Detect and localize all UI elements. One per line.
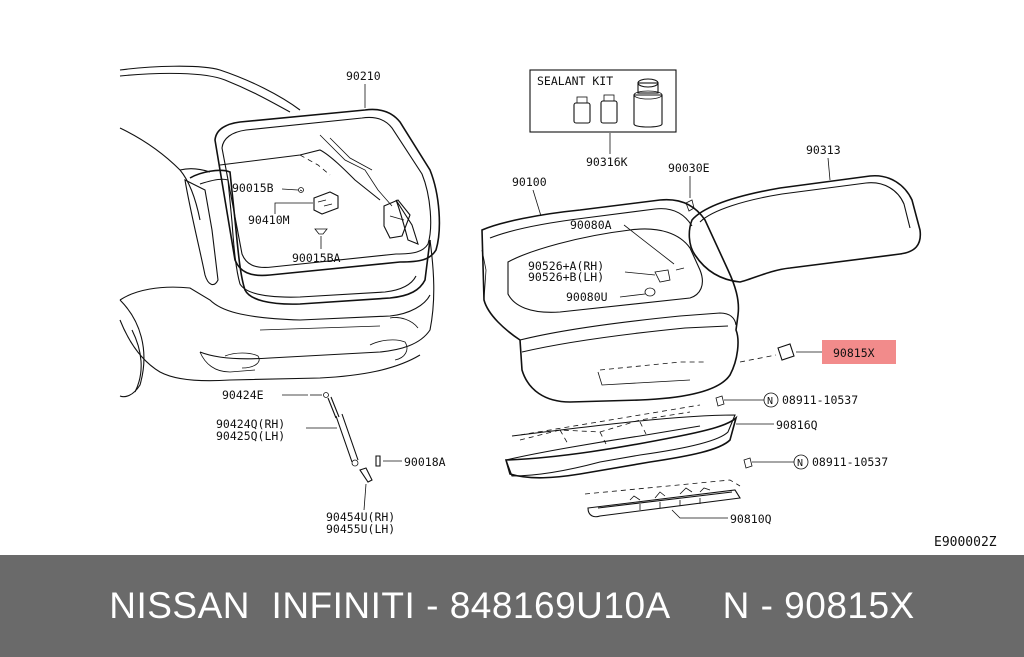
diagram-code: E900002Z <box>934 535 997 550</box>
gas-strut-drawing <box>310 392 381 483</box>
parts-diagram: 90210 90015B 90410M 90015BA 90424E 90424… <box>119 65 997 550</box>
footer-bar: NISSAN INFINITI - 848169U10A N - 90815X <box>0 555 1024 657</box>
n-marker-2: N <box>793 454 809 470</box>
label-90316k: 90316K <box>586 155 628 169</box>
label-90816q: 90816Q <box>776 418 818 432</box>
car-body-drawing <box>119 65 435 398</box>
label-08911-10537-a: 08911-10537 <box>782 393 858 407</box>
license-lamp-drawing <box>584 479 741 518</box>
label-90100: 90100 <box>512 175 547 189</box>
hatch-weatherstrip-drawing <box>214 108 441 277</box>
highlight-90815x <box>822 340 896 364</box>
label-90424e: 90424E <box>222 388 264 402</box>
label-08911-10537-b: 08911-10537 <box>812 455 888 469</box>
diagram-canvas: 90210 90015B 90410M 90015BA 90424E 90424… <box>119 65 997 550</box>
label-90424q: 90424Q(RH) <box>216 417 285 431</box>
label-90018a: 90018A <box>404 455 446 469</box>
label-90015ba: 90015BA <box>292 251 341 265</box>
label-90526a: 90526+A(RH) <box>528 259 604 273</box>
label-90015b: 90015B <box>232 181 274 195</box>
label-90425q: 90425Q(LH) <box>216 429 285 443</box>
garnish-drawing <box>504 395 753 479</box>
back-door-panel-drawing <box>481 198 740 403</box>
footer-part-number: NISSAN INFINITI - 848169U10A N - 90815X <box>109 585 915 626</box>
n-marker-1: N <box>763 392 779 408</box>
svg-text:N: N <box>767 396 773 407</box>
finisher-drawing <box>685 175 922 283</box>
label-90080u: 90080U <box>566 290 608 304</box>
label-90313: 90313 <box>806 143 841 157</box>
label-90455u: 90455U(LH) <box>326 522 395 536</box>
label-90526b: 90526+B(LH) <box>528 270 604 284</box>
label-90080a: 90080A <box>570 218 612 232</box>
part-90815x-drawing <box>739 343 822 363</box>
label-90030e: 90030E <box>668 161 710 175</box>
label-90810q: 90810Q <box>730 512 772 526</box>
svg-text:N: N <box>797 458 803 469</box>
label-90454u: 90454U(RH) <box>326 510 395 524</box>
sealant-kit-box: SEALANT KIT <box>529 69 677 133</box>
label-90410m: 90410M <box>248 213 290 227</box>
sealant-kit-title: SEALANT KIT <box>537 74 613 88</box>
label-90210: 90210 <box>346 69 381 83</box>
label-90815x: 90815X <box>833 346 875 360</box>
